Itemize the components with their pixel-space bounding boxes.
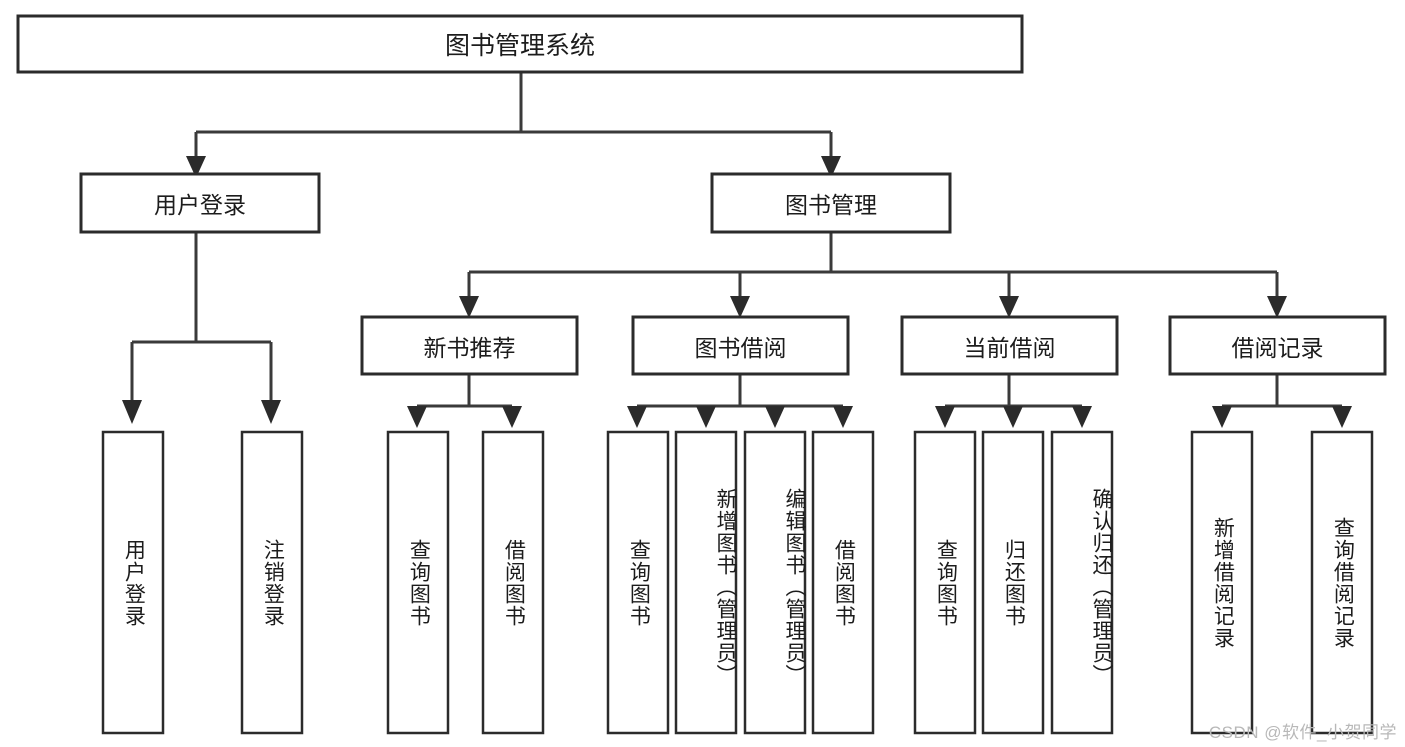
node-leaf-return-book[interactable] [981, 430, 1045, 735]
arrowhead-leaf-logout [261, 400, 281, 424]
node-borrow-record[interactable] [1168, 315, 1387, 376]
node-leaf-logout[interactable] [240, 430, 304, 735]
arrowhead-leaf-query-record [1332, 406, 1352, 428]
arrowhead-leaf-user-login [122, 400, 142, 424]
arrowhead-leaf-edit-book [765, 406, 785, 428]
node-leaf-query-record[interactable] [1310, 430, 1374, 735]
node-leaf-add-record[interactable] [1190, 430, 1254, 735]
node-root[interactable] [16, 14, 1024, 74]
arrowhead-leaf-add-book [696, 406, 716, 428]
node-new-book-rec[interactable] [360, 315, 579, 376]
connector-group-user-login [122, 232, 281, 424]
node-user-login[interactable] [79, 172, 321, 234]
arrowhead-leaf-confirm-return [1072, 406, 1092, 428]
node-book-manage[interactable] [710, 172, 952, 234]
connector-group-book-borrow [627, 374, 853, 428]
arrowhead-book-borrow [730, 296, 750, 318]
node-leaf-query-book-1[interactable] [386, 430, 450, 735]
arrowhead-leaf-borrow-book-1 [502, 406, 522, 428]
arrowhead-leaf-query-book-3 [935, 406, 955, 428]
node-book-borrow[interactable] [631, 315, 850, 376]
arrowhead-current-borrow [999, 296, 1019, 318]
node-leaf-user-login[interactable] [101, 430, 165, 735]
connector-group-book-manage [459, 232, 1287, 318]
csdn-watermark: CSDN @软件_小贺同学 [1208, 723, 1397, 742]
connector-group-new-book-rec [407, 374, 522, 428]
arrowhead-leaf-borrow-book-2 [833, 406, 853, 428]
node-leaf-add-book[interactable] [674, 430, 738, 735]
arrowhead-new-book-rec [459, 296, 479, 318]
arrowhead-user-login [186, 156, 206, 178]
connector-group-current-borrow [935, 374, 1092, 428]
arrowhead-leaf-query-book-1 [407, 406, 427, 428]
arrowhead-leaf-return-book [1003, 406, 1023, 428]
arrowhead-borrow-record [1267, 296, 1287, 318]
node-current-borrow[interactable] [900, 315, 1119, 376]
arrowhead-leaf-query-book-2 [627, 406, 647, 428]
connector-group-root [186, 72, 841, 178]
node-leaf-borrow-book-1[interactable] [481, 430, 545, 735]
arrowhead-leaf-add-record [1212, 406, 1232, 428]
node-leaf-query-book-2[interactable] [606, 430, 670, 735]
node-leaf-confirm-return[interactable] [1050, 430, 1114, 735]
connector-group-borrow-record [1212, 374, 1352, 428]
node-leaf-query-book-3[interactable] [913, 430, 977, 735]
node-leaf-edit-book[interactable] [743, 430, 807, 735]
arrowhead-book-manage [821, 156, 841, 178]
node-leaf-borrow-book-2[interactable] [811, 430, 875, 735]
